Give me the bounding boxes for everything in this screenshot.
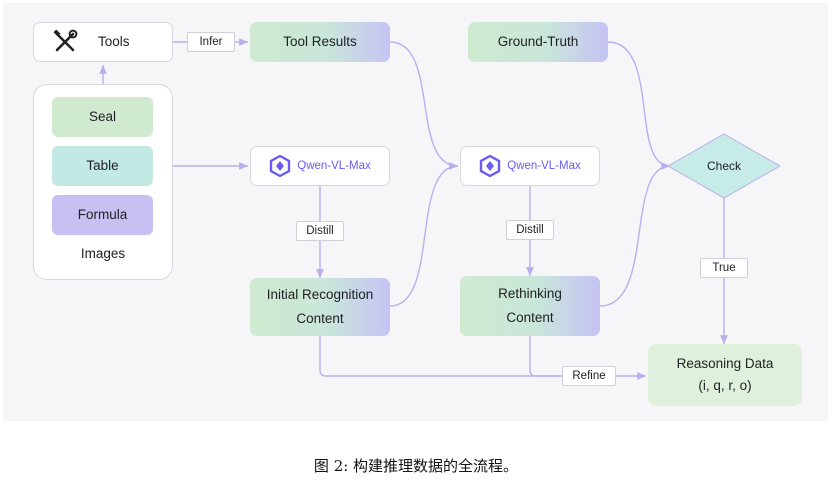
rethinking-line1: Rethinking (498, 286, 562, 301)
qwen-label-1: Qwen-VL-Max (297, 160, 371, 172)
seal-node: Seal (52, 97, 153, 137)
distill-label-2: Distill (506, 220, 554, 240)
reasoning-line2: (i, q, r, o) (698, 378, 752, 393)
formula-node: Formula (52, 195, 153, 235)
reasoning-line1: Reasoning Data (676, 356, 774, 371)
edge-toolresults-qwen2 (389, 41, 459, 170)
edge-initial-qwen2 (389, 165, 459, 307)
rethinking-line2: Content (506, 310, 554, 325)
edge-rethinking-reasoning (529, 336, 560, 377)
edge-initial-reasoning (319, 336, 646, 380)
initial-recognition-line1: Initial Recognition (266, 287, 374, 302)
edge-rethinking-check (599, 165, 671, 307)
table-node: Table (52, 146, 153, 186)
qwen-logo-icon (269, 155, 297, 177)
qwen-logo-icon (479, 155, 507, 177)
distill-label-1: Distill (296, 221, 344, 241)
qwen-node-1: Qwen-VL-Max (250, 146, 390, 186)
figure-caption: 图 2: 构建推理数据的全流程。 (313, 457, 519, 475)
edge-groundtruth-check (607, 41, 671, 170)
qwen-label-2: Qwen-VL-Max (507, 160, 581, 172)
tool-results-node: Tool Results (250, 22, 390, 62)
refine-label: Refine (562, 366, 616, 386)
tools-node: Tools (33, 22, 173, 62)
wrench-screwdriver-icon (52, 29, 78, 55)
images-label: Images (80, 246, 126, 261)
initial-recognition-line2: Content (296, 311, 344, 326)
check-diamond (666, 133, 782, 199)
tools-label: Tools (98, 34, 130, 49)
initial-recognition-node: Initial Recognition Content (250, 278, 390, 336)
infer-label: Infer (187, 32, 235, 52)
check-label: Check (706, 159, 741, 173)
rethinking-node: Rethinking Content (460, 276, 600, 336)
reasoning-data-node: Reasoning Data (i, q, r, o) (648, 344, 802, 406)
true-label: True (700, 258, 748, 278)
ground-truth-node: Ground-Truth (468, 22, 608, 62)
qwen-node-2: Qwen-VL-Max (460, 146, 600, 186)
